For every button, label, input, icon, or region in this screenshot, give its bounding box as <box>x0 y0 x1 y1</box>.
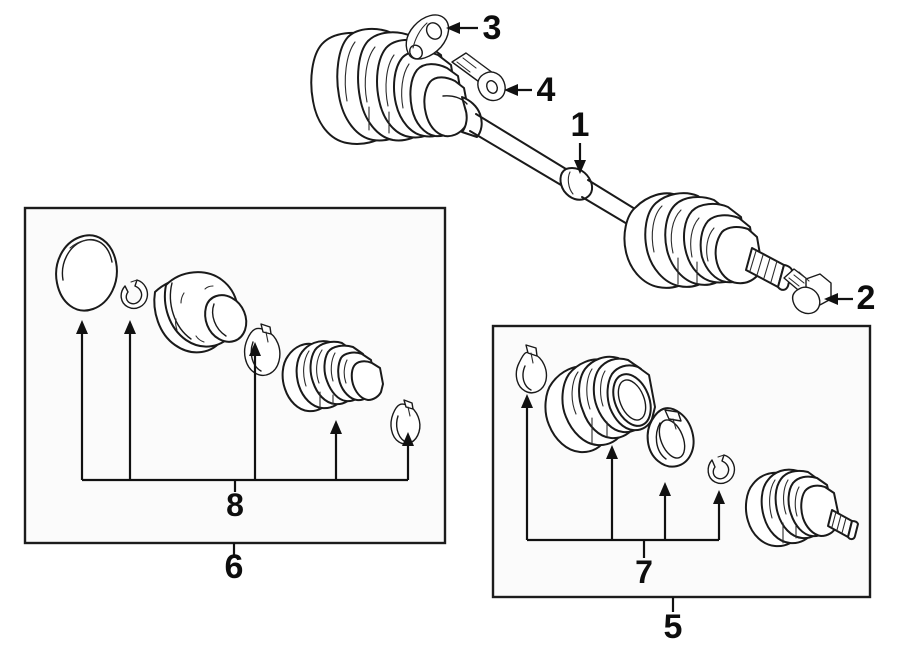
callout-label-7: 7 <box>635 554 653 590</box>
boot-clamp-small-left <box>243 323 281 377</box>
wheel-hub-flange <box>153 271 248 354</box>
callout-label-4: 4 <box>537 71 556 109</box>
left-box-leaders <box>76 320 414 556</box>
outer-cv-joint-boot <box>623 192 793 291</box>
socket-head-bolt <box>451 52 506 102</box>
callout-2-arrow <box>824 293 853 305</box>
callout-4-arrow <box>504 84 532 96</box>
boot-clamp-large-right <box>646 407 695 468</box>
callout-label-2: 2 <box>857 279 876 317</box>
boot-clamp-small-right <box>515 344 548 394</box>
outer-cv-joint <box>744 468 859 548</box>
axle-shaft <box>469 113 641 229</box>
right-box-leaders <box>521 394 725 612</box>
hex-flange-bolt <box>783 268 832 315</box>
cv-joint-boot-right <box>544 355 656 454</box>
boot-clamp-large-left <box>390 399 421 445</box>
callout-label-8: 8 <box>226 487 244 523</box>
cv-joint-boot-left <box>281 340 384 413</box>
callout-label-1: 1 <box>571 106 590 144</box>
circlip-right <box>707 454 736 485</box>
callout-label-6: 6 <box>225 548 244 586</box>
callout-1-arrow <box>574 143 586 174</box>
protective-cap <box>55 234 118 312</box>
callout-3-arrow <box>446 22 478 34</box>
callout-label-3: 3 <box>483 9 502 47</box>
callout-label-5: 5 <box>664 608 683 646</box>
circlip-left <box>120 279 149 310</box>
retaining-plate <box>405 14 450 60</box>
inner-cv-joint-boot <box>310 27 483 145</box>
